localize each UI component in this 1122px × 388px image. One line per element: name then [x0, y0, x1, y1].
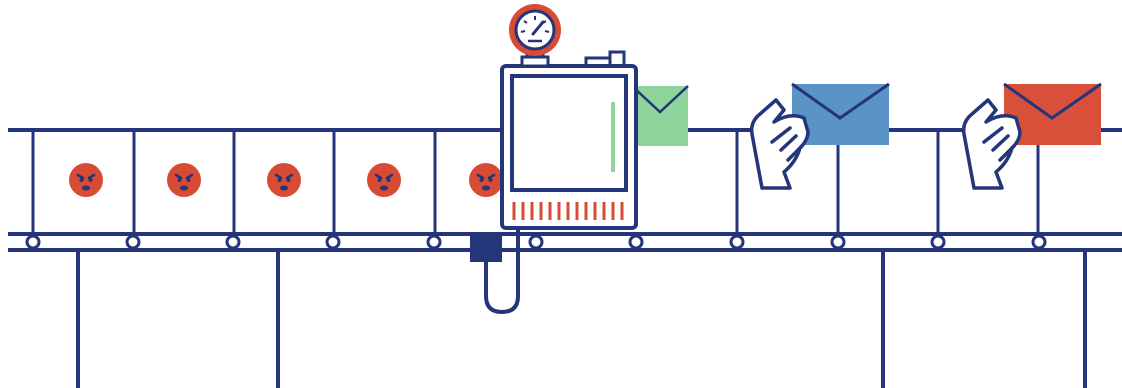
roller [27, 236, 39, 248]
rollers [27, 236, 1045, 248]
conveyor-legs [78, 252, 1085, 388]
roller [530, 236, 542, 248]
roller [630, 236, 642, 248]
roller [932, 236, 944, 248]
roller [227, 236, 239, 248]
envelope-icon [632, 86, 688, 146]
roller [731, 236, 743, 248]
roller [127, 236, 139, 248]
scanner-machine [502, 52, 636, 228]
red-envelope-with-hand [964, 84, 1101, 188]
angry-face-icon [69, 163, 103, 197]
angry-face-icon [267, 163, 301, 197]
blue-envelope-with-hand [752, 84, 889, 188]
roller [832, 236, 844, 248]
angry-face-icon [167, 163, 201, 197]
roller [428, 236, 440, 248]
roller [1033, 236, 1045, 248]
machine-screen [512, 76, 626, 190]
angry-face-icon [469, 163, 503, 197]
roller [327, 236, 339, 248]
sensor [470, 226, 518, 312]
angry-face-icon [367, 163, 401, 197]
sensor-block [470, 234, 502, 262]
pressure-gauge-icon [509, 4, 561, 66]
